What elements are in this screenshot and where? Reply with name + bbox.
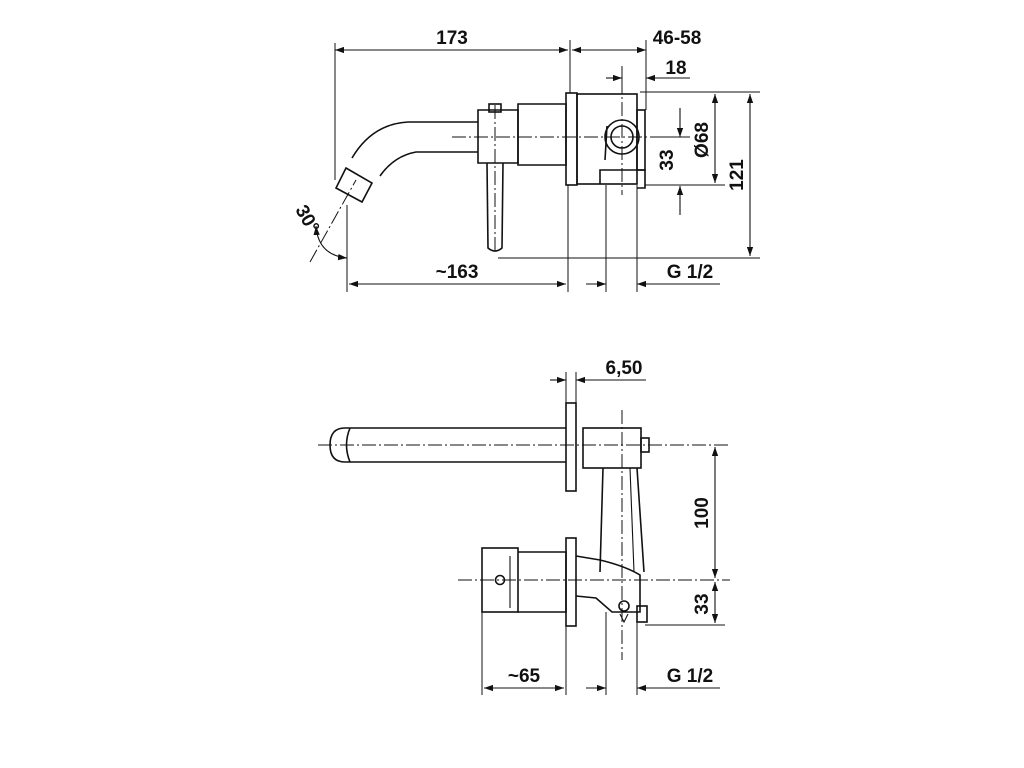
dim-label-thread: G 1/2 xyxy=(667,666,713,687)
dim-arc-30 xyxy=(313,225,348,261)
dim-label-offset: 33 xyxy=(692,593,713,614)
dim-label-reach: ~163 xyxy=(436,262,479,283)
box-side-wall xyxy=(636,109,646,171)
riser-pipe-edge xyxy=(629,467,635,573)
valve-wall-plate xyxy=(565,537,577,627)
lever xyxy=(486,162,504,252)
spout-lower-edge xyxy=(379,151,478,177)
dim-label-length: 173 xyxy=(436,28,468,49)
wall-plate xyxy=(565,92,578,186)
spout-tip-arc xyxy=(345,427,351,463)
mixer-body xyxy=(517,103,567,166)
dim-label-thread: G 1/2 xyxy=(667,262,713,283)
spout-wall-plate xyxy=(565,402,577,492)
handle-hub xyxy=(477,109,519,164)
dim-label-plate: 6,50 xyxy=(606,358,643,379)
spout-connector xyxy=(582,427,642,469)
handle-screw xyxy=(494,574,506,586)
spout-upper-edge xyxy=(351,121,478,159)
valve-connector-stub xyxy=(636,605,648,623)
valve-inner-circle xyxy=(610,125,634,149)
valve-outer-circle xyxy=(604,119,640,155)
spout-aerator xyxy=(334,166,374,204)
dim-label-height: 121 xyxy=(727,159,748,191)
dim-label-diameter: Ø68 xyxy=(692,122,713,158)
handle-body xyxy=(518,551,567,613)
side-view: 6,50 100 33 ~65 G 1/2 xyxy=(318,358,730,695)
valve-connector xyxy=(575,555,641,613)
spout-body xyxy=(329,427,566,463)
riser-pipe xyxy=(599,467,645,573)
pipe-stub xyxy=(604,125,608,161)
dim-label-offset: 33 xyxy=(657,149,678,170)
check-valve-arrow xyxy=(619,613,629,624)
spout-connector-stub xyxy=(640,437,650,453)
check-valve xyxy=(618,600,630,612)
dim-label-handle: ~65 xyxy=(508,666,541,687)
dim-label-depth: 18 xyxy=(665,58,686,79)
dim-label-wall: 46-58 xyxy=(653,28,702,49)
top-view: 173 46-58 18 121 Ø68 33 30° ~163 G 1/2 xyxy=(290,28,760,292)
handle-front xyxy=(481,547,519,613)
dim-label-spacing: 100 xyxy=(692,497,713,529)
handle-cap xyxy=(488,103,502,113)
spout-axis-line xyxy=(309,179,357,263)
dim-label-angle: 30° xyxy=(290,202,323,237)
